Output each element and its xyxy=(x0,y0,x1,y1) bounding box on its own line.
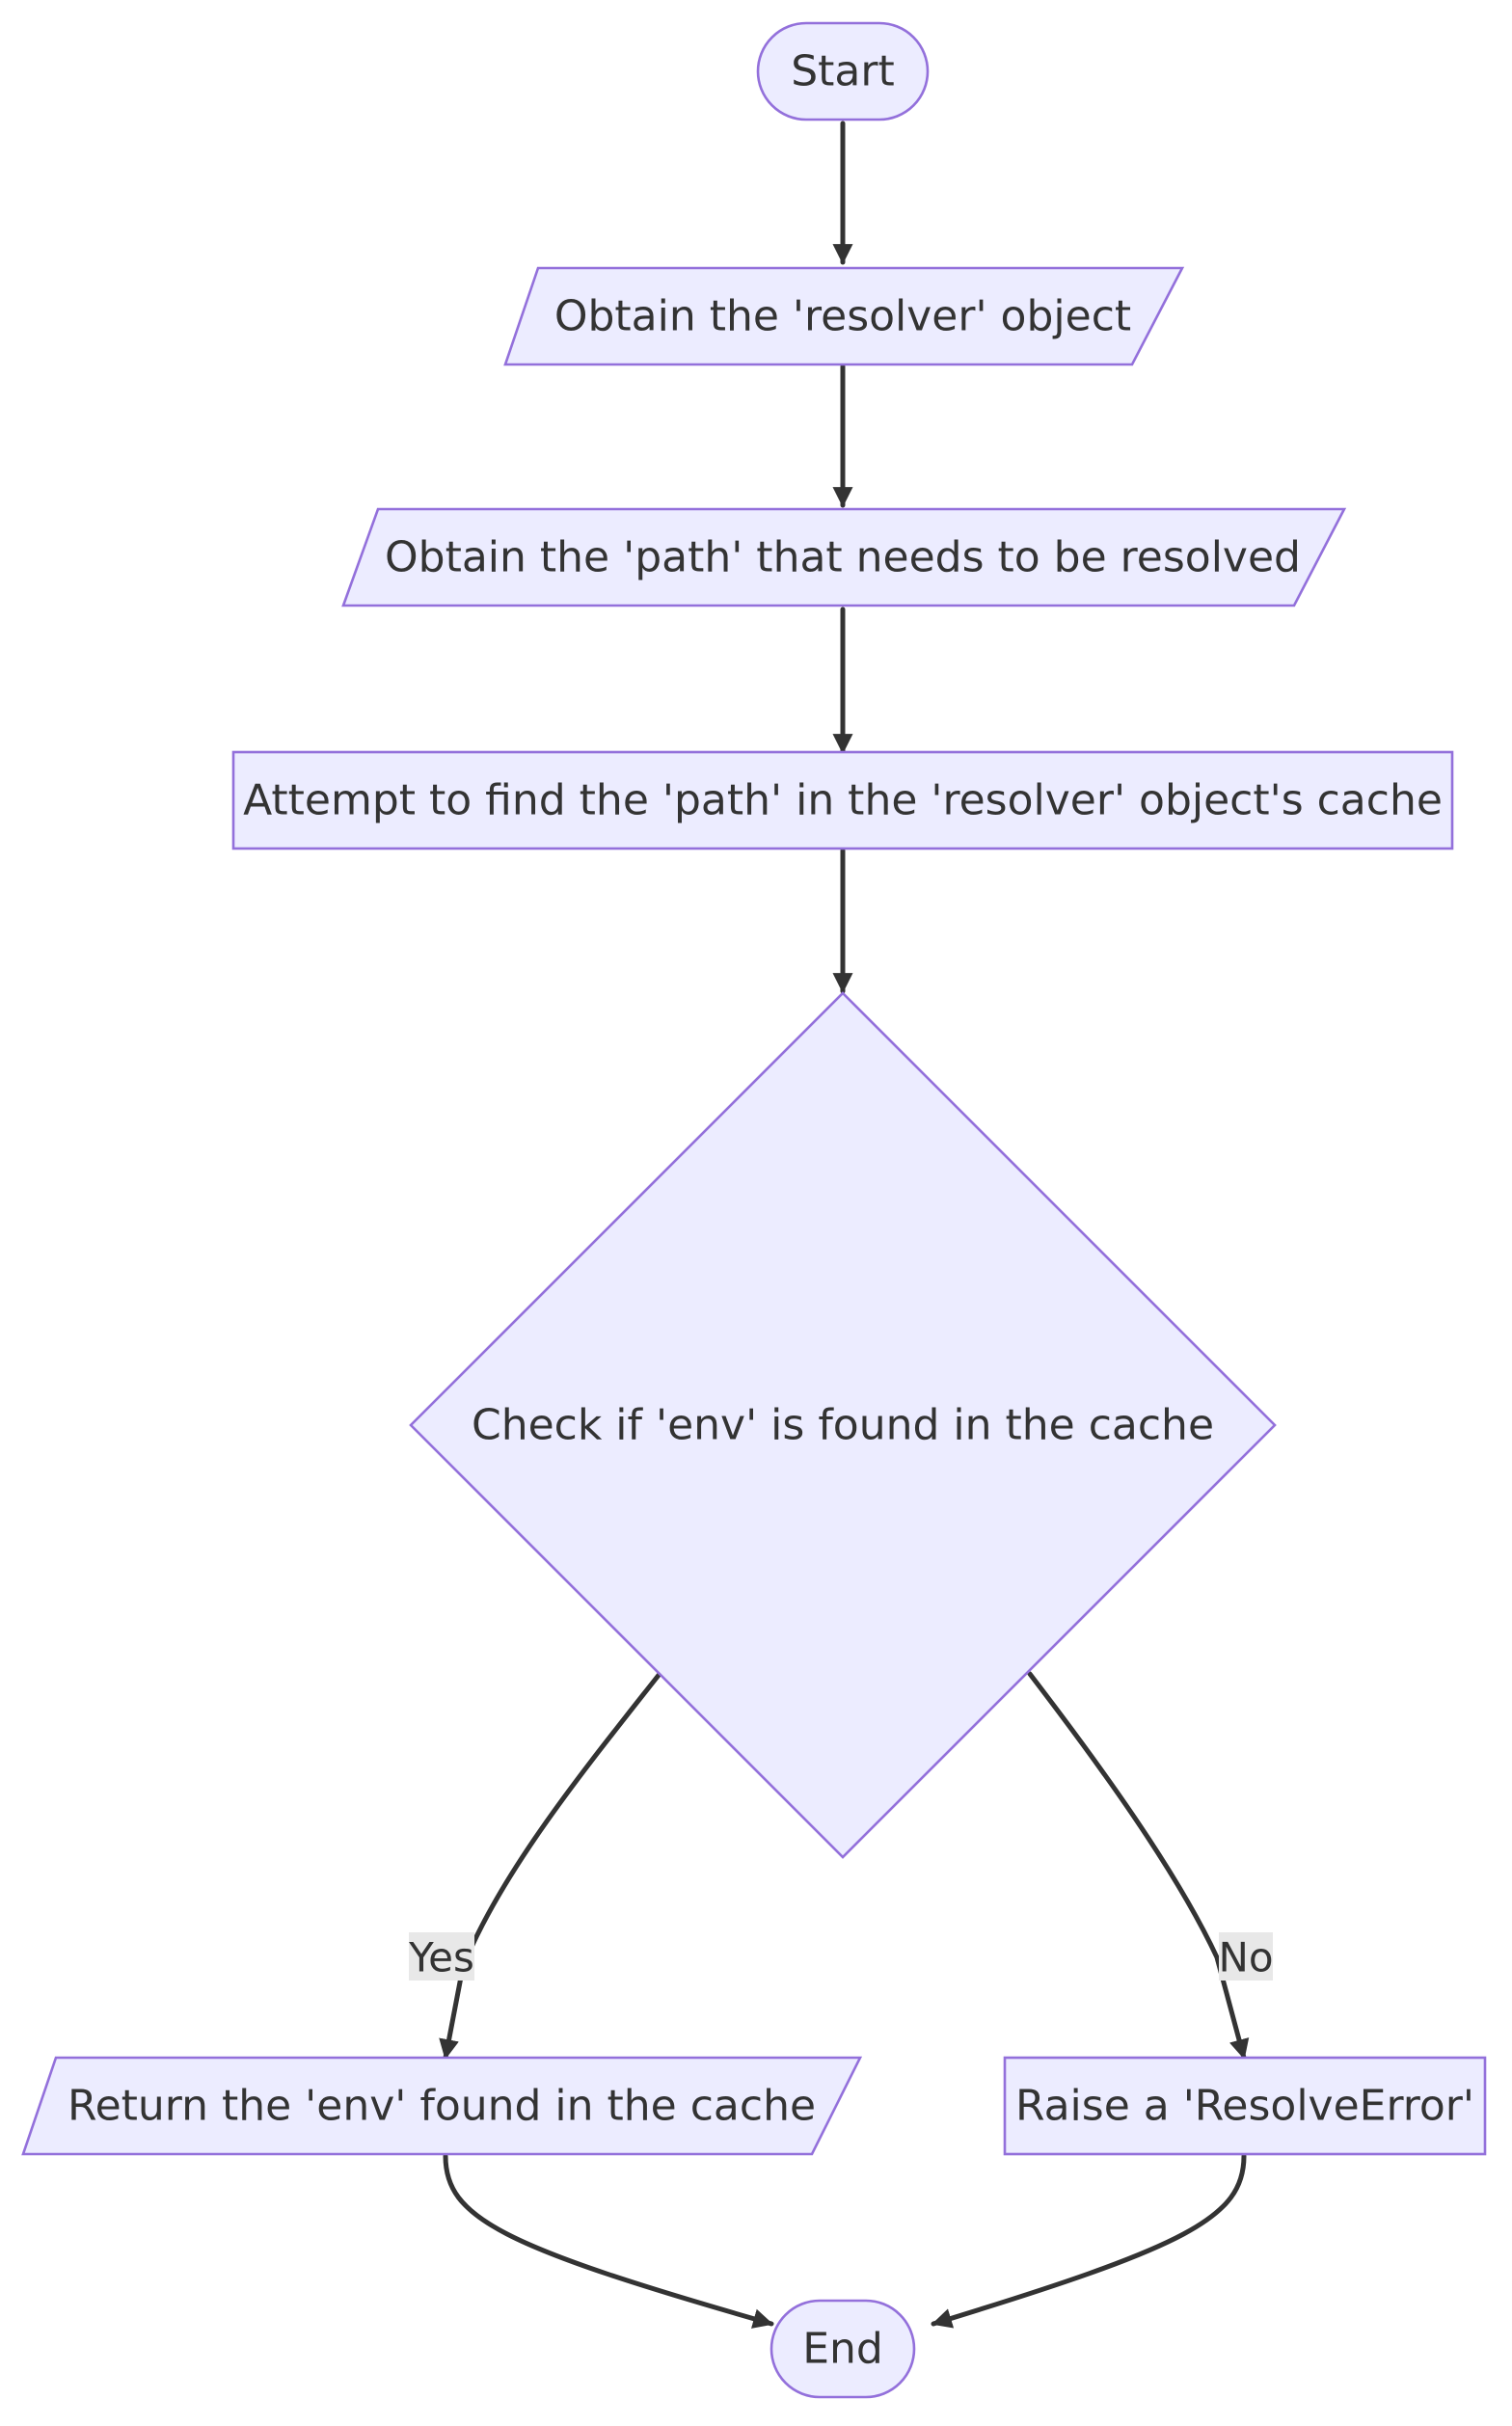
node-start: Start xyxy=(756,21,930,121)
edge-label-no-bg xyxy=(1219,1932,1273,1981)
node-raise-error-label: Raise a 'ResolveError' xyxy=(1015,2082,1474,2131)
edge-label-yes-bg xyxy=(409,1932,474,1981)
edge-check-env-yes xyxy=(439,1671,662,2061)
edge-label-no: No xyxy=(1218,1934,1273,1981)
edge-check-env-no xyxy=(1027,1671,1250,2061)
edge-label-yes: Yes xyxy=(408,1934,474,1981)
node-attempt-find: Attempt to find the 'path' in the 'resol… xyxy=(231,750,1454,850)
node-check-env-label: Check if 'env' is found in the cache xyxy=(472,1401,1214,1450)
node-obtain-path-label: Obtain the 'path' that needs to be resol… xyxy=(385,533,1301,582)
node-check-env: Check if 'env' is found in the cache xyxy=(409,991,1277,1859)
node-end: End xyxy=(770,2299,916,2399)
node-obtain-resolver-label: Obtain the 'resolver' object xyxy=(554,292,1131,341)
edge-raise-error-to-end xyxy=(931,2153,1247,2329)
node-start-label: Start xyxy=(791,47,895,96)
node-return-env-label: Return the 'env' found in the cache xyxy=(68,2082,816,2131)
node-obtain-path: Obtain the 'path' that needs to be resol… xyxy=(341,507,1347,607)
node-end-label: End xyxy=(802,2325,883,2374)
node-return-env: Return the 'env' found in the cache xyxy=(21,2056,863,2156)
node-attempt-find-label: Attempt to find the 'path' in the 'resol… xyxy=(243,776,1443,825)
edge-return-env-to-end xyxy=(443,2153,774,2329)
node-raise-error: Raise a 'ResolveError' xyxy=(1003,2056,1487,2156)
node-obtain-resolver: Obtain the 'resolver' object xyxy=(503,266,1185,366)
